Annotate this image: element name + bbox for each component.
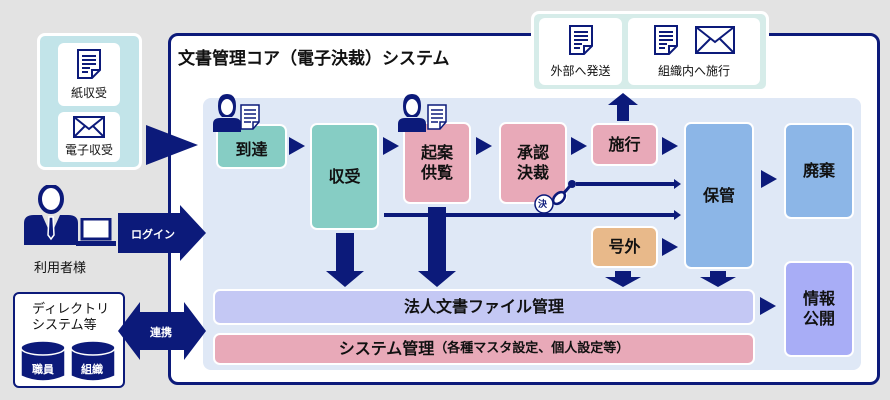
flow-arrow-icon [662, 238, 678, 256]
flow-arrow-icon [383, 137, 399, 155]
link-label: 連携 [150, 326, 172, 339]
login-label: ログイン [131, 228, 175, 241]
extra-label: 号外 [608, 237, 641, 256]
directory-title-line2: システム等 [32, 318, 97, 333]
flow-arrow-icon [760, 297, 776, 315]
disposal-box: 廃棄 [784, 123, 854, 219]
approval-box: 承認 決裁 [499, 122, 567, 204]
staff-woman-icon [213, 94, 241, 132]
directory-title-line1: ディレクトリ [32, 302, 110, 317]
receipt-box: 収受 [310, 123, 379, 230]
down-arrow-icon [326, 233, 364, 287]
document-icon [240, 104, 260, 130]
flow-arrow-icon [662, 137, 678, 155]
storage-box: 保管 [684, 122, 754, 269]
input-arrow-icon [146, 125, 198, 165]
internal-enforce-label: 組織内へ施行 [657, 64, 730, 78]
system-management-bar: システム管理（各種マスタ設定、個人設定等） [213, 333, 755, 365]
flow-arrow-icon [289, 137, 305, 155]
external-send-label: 外部へ発送 [550, 64, 611, 78]
receipt-label: 収受 [328, 166, 361, 186]
login-arrow[interactable] [118, 205, 206, 261]
file-management-bar: 法人文書ファイル管理 [213, 289, 755, 325]
envelope-icon [695, 26, 735, 54]
receipt-to-storage-line [384, 213, 676, 217]
user-icon [24, 185, 78, 245]
disclosure-label-line2: 公開 [802, 309, 835, 328]
down-arrow-icon [605, 271, 641, 287]
document-icon [568, 25, 593, 55]
draft-label-line2: 供覧 [420, 163, 453, 182]
disclosure-label-line1: 情報 [802, 289, 835, 308]
down-arrow-icon [700, 271, 736, 287]
staff-woman-icon [398, 94, 426, 132]
enforce-label: 施行 [608, 134, 641, 154]
electronic-receipt-label: 電子収受 [64, 143, 113, 157]
flow-arrow-icon [476, 137, 492, 155]
extra-box: 号外 [591, 226, 658, 268]
org-database-icon [70, 340, 116, 382]
electronic-receipt-card: 電子収受 [58, 112, 120, 162]
system-management-sublabel: （各種マスタ設定、個人設定等） [434, 340, 630, 356]
org-db-label: 組織 [81, 363, 103, 376]
draft-review-box: 起案 供覧 [403, 122, 471, 204]
arrowhead-icon [674, 210, 681, 220]
down-arrow-icon [418, 207, 456, 287]
up-arrow-icon [608, 93, 638, 121]
approval-label-line1: 承認 [516, 143, 549, 162]
disclosure-box: 情報 公開 [784, 261, 854, 357]
document-icon [654, 25, 678, 55]
flow-arrow-icon [571, 137, 587, 155]
link-arrow[interactable] [118, 302, 206, 360]
paper-receipt-card: 紙収受 [58, 43, 120, 106]
enforce-box: 施行 [591, 123, 658, 166]
draft-label-line1: 起案 [420, 143, 453, 162]
internal-enforce-card: 組織内へ施行 [628, 18, 760, 85]
file-management-label: 法人文書ファイル管理 [403, 297, 564, 316]
document-icon [427, 104, 447, 130]
paper-receipt-label: 紙収受 [70, 86, 107, 100]
arrival-label: 到達 [235, 139, 268, 159]
document-icon [77, 49, 101, 79]
stamp-label: 決 [538, 200, 548, 210]
system-management-label: システム管理 [338, 339, 435, 358]
laptop-icon [76, 218, 116, 246]
system-title: 文書管理コア（電子決裁）システム [178, 49, 450, 69]
flow-arrow-icon [761, 170, 777, 188]
disposal-label: 廃棄 [802, 161, 835, 180]
stamp-icon [534, 180, 576, 214]
external-send-card: 外部へ発送 [539, 18, 622, 85]
approval-label-line2: 決裁 [516, 163, 549, 182]
envelope-icon [73, 116, 105, 138]
arrowhead-icon [674, 179, 681, 189]
staff-database-icon [20, 340, 66, 382]
storage-label: 保管 [702, 185, 735, 205]
staff-db-label: 職員 [32, 363, 54, 376]
approval-to-storage-line [576, 182, 676, 186]
user-label: 利用者様 [34, 261, 87, 276]
